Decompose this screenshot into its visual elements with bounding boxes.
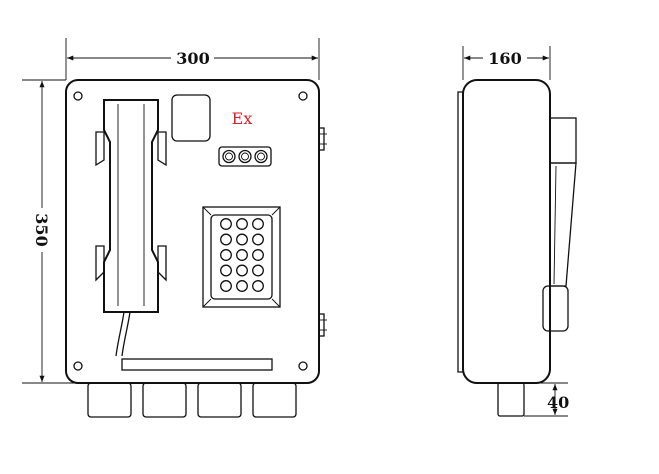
door-hinges bbox=[318, 127, 327, 337]
keypad bbox=[202, 206, 281, 308]
keypad-key bbox=[220, 264, 232, 277]
keypad-key bbox=[220, 218, 232, 230]
side-gland bbox=[497, 382, 525, 417]
width-dimension: 300 bbox=[65, 38, 320, 80]
side-body bbox=[462, 79, 551, 384]
indicator-buttons bbox=[218, 146, 272, 167]
depth-dimension-label: 160 bbox=[488, 49, 521, 68]
gland-dimension: 40 bbox=[524, 382, 569, 417]
keypad-key bbox=[236, 218, 248, 230]
side-view: 160 40 bbox=[457, 46, 577, 417]
display-window bbox=[171, 94, 211, 142]
cable-glands bbox=[87, 382, 297, 418]
keypad-key bbox=[252, 218, 264, 230]
label-strip bbox=[121, 358, 273, 371]
gland-dimension-label: 40 bbox=[547, 393, 569, 412]
keypad-key bbox=[236, 233, 248, 246]
enclosure-body bbox=[65, 79, 320, 384]
keypad-key bbox=[252, 280, 264, 292]
height-dimension-label: 350 bbox=[32, 213, 51, 246]
keypad-key bbox=[252, 249, 264, 261]
keypad-key bbox=[252, 233, 264, 246]
depth-dimension: 160 bbox=[462, 46, 551, 80]
keypad-key bbox=[220, 249, 232, 261]
corner-screws bbox=[73, 91, 308, 371]
keypad-key bbox=[236, 249, 248, 261]
keypad-key bbox=[236, 280, 248, 292]
keypad-key bbox=[220, 280, 232, 292]
keypad-key bbox=[236, 264, 248, 277]
height-dimension: 350 bbox=[22, 79, 88, 384]
front-view: 300 350 bbox=[22, 38, 327, 418]
handset-side bbox=[542, 117, 577, 332]
keypad-key bbox=[220, 233, 232, 246]
keypad-key bbox=[252, 264, 264, 277]
handset bbox=[95, 99, 167, 357]
ex-marking: Ex bbox=[232, 109, 253, 128]
width-dimension-label: 300 bbox=[176, 49, 209, 68]
